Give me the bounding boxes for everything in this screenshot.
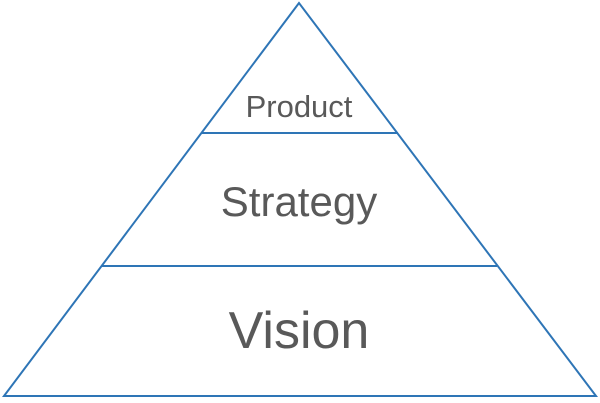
tier-label-product: Product bbox=[246, 89, 353, 124]
tier-label-strategy: Strategy bbox=[221, 178, 377, 225]
pyramid-outline bbox=[1, 1, 599, 397]
tier-label-vision: Vision bbox=[229, 302, 370, 360]
